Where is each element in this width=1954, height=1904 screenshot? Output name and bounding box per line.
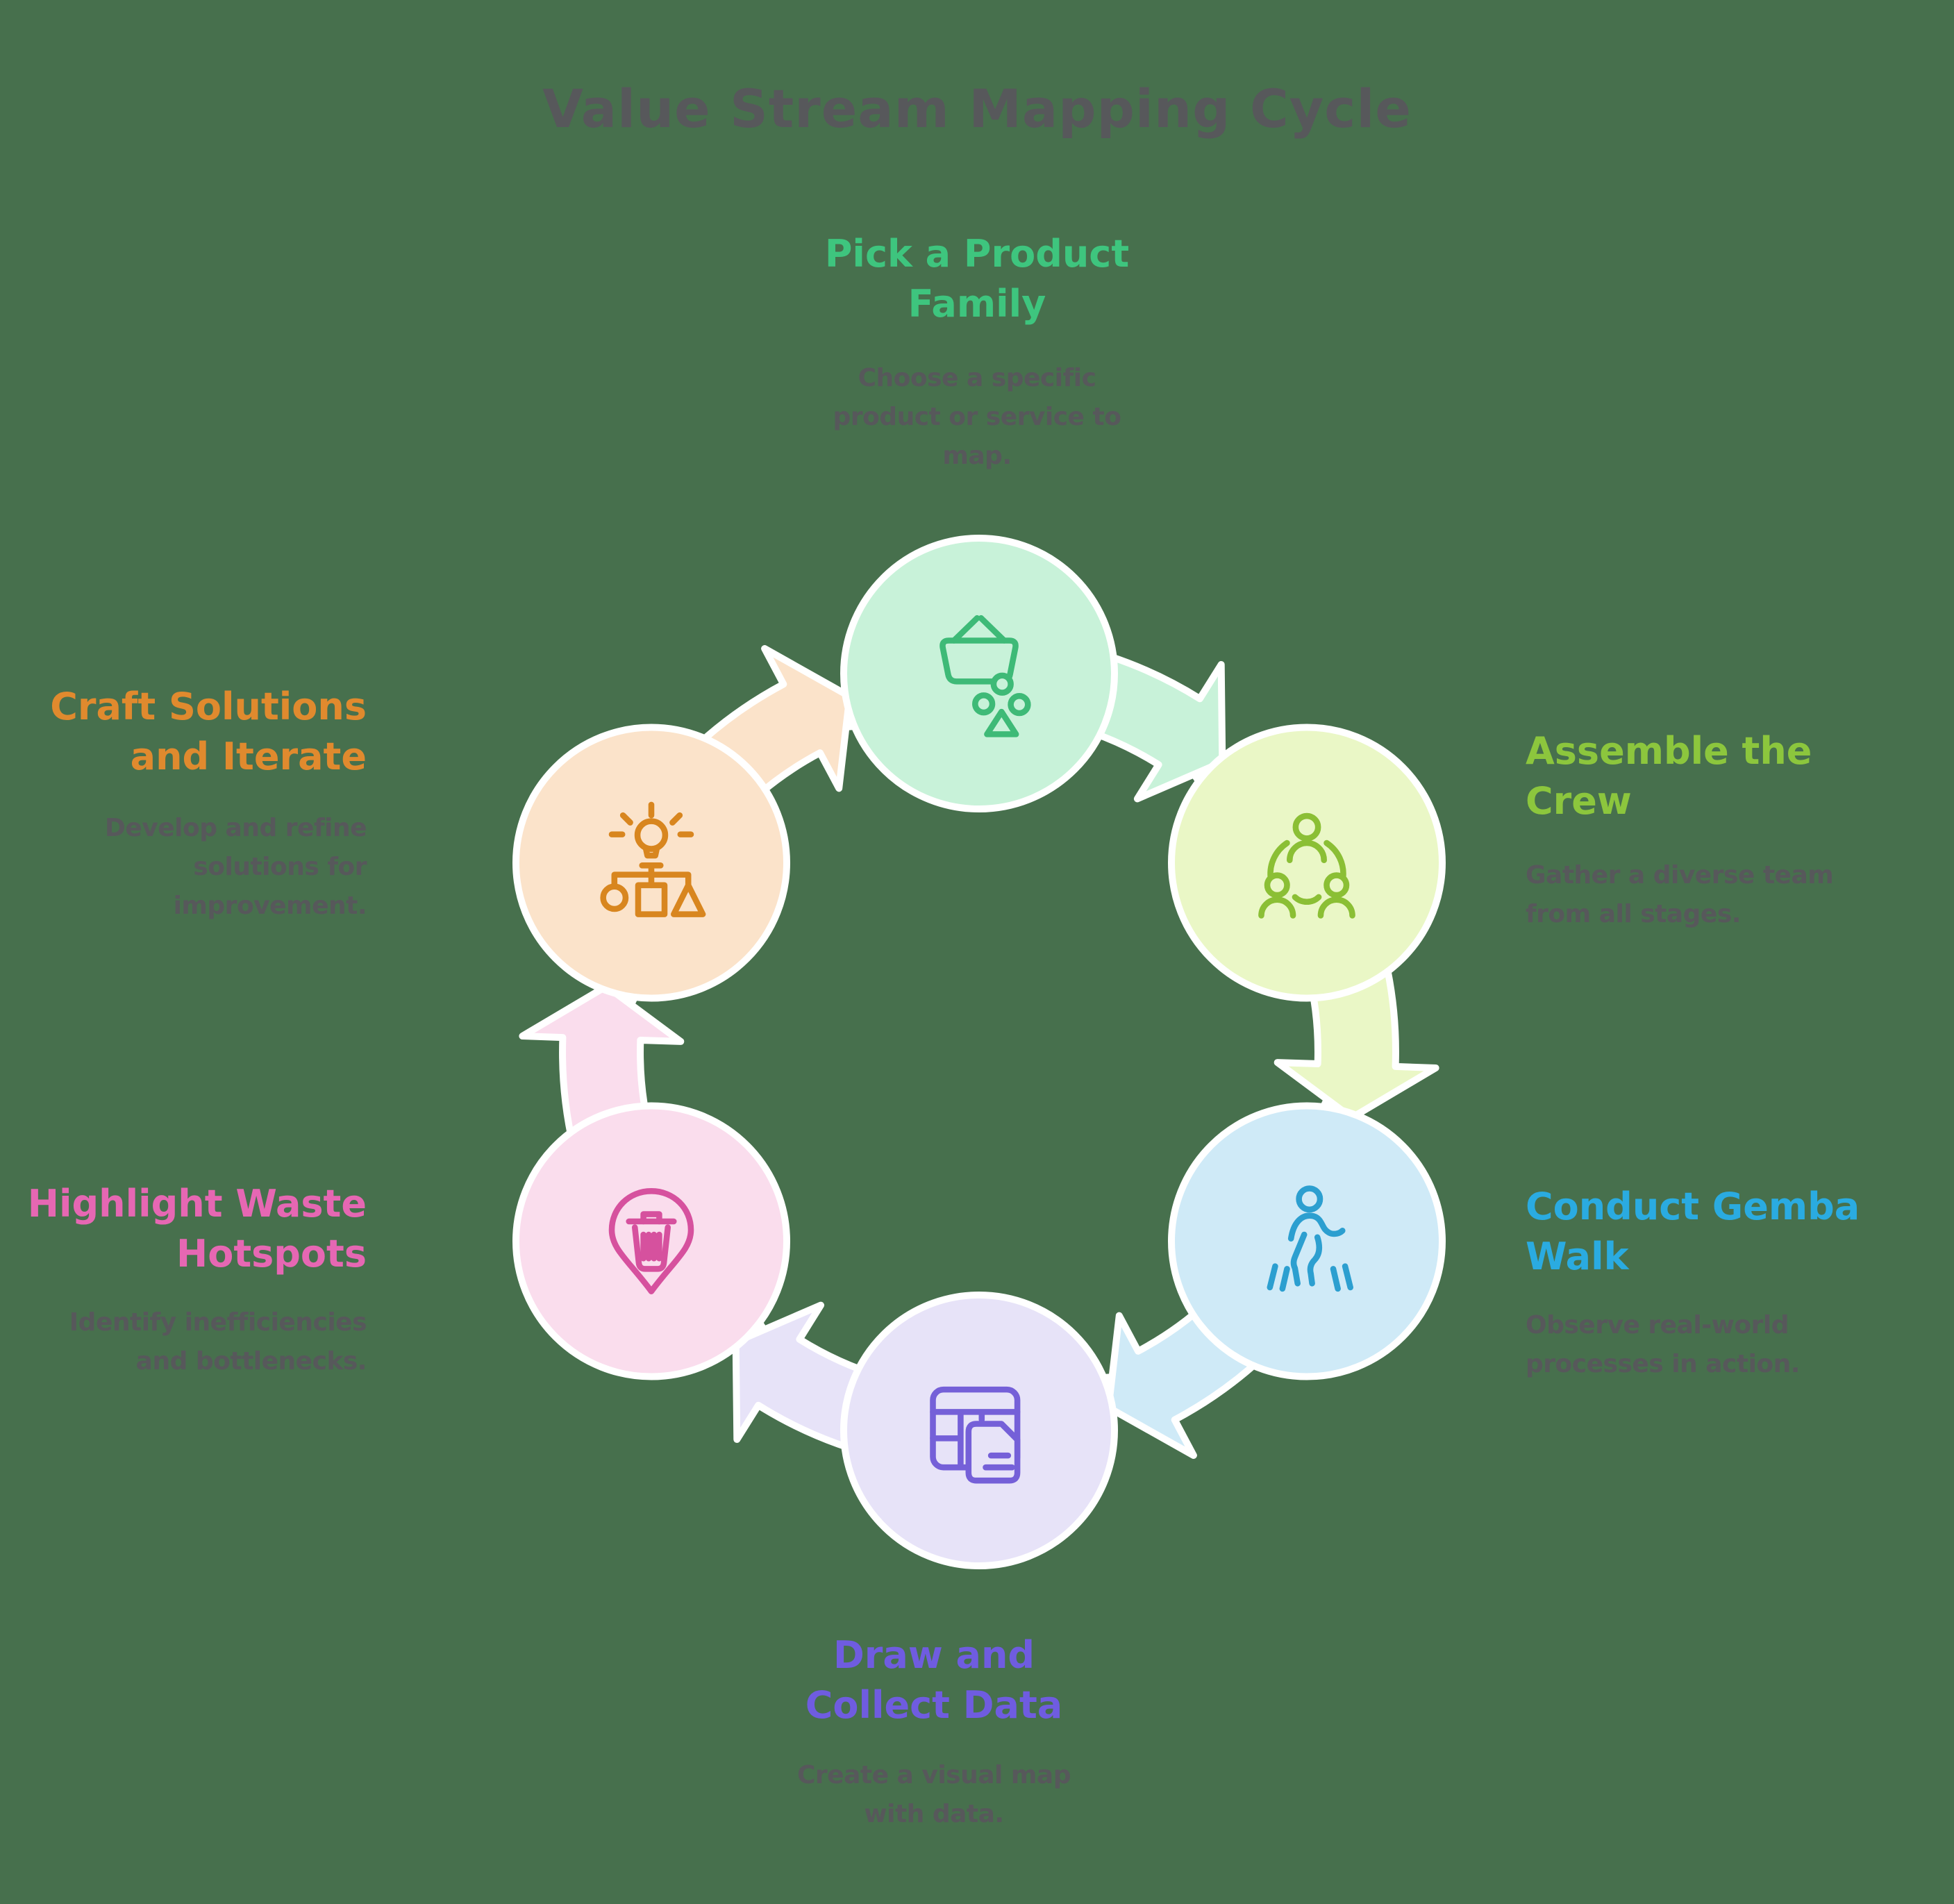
step-block-conduct-gemba-walk: Conduct Gemba Walk Observe real-world pr… [1526, 1182, 1942, 1384]
step-circle-conduct-gemba-walk [1168, 1102, 1446, 1380]
step-heading: Assemble the Crew [1526, 729, 1812, 824]
step-circle-assemble-crew [1168, 724, 1446, 1002]
step-heading: Conduct Gemba Walk [1526, 1185, 1860, 1279]
step-description: Identify inefficiencies and bottlenecks. [69, 1308, 367, 1376]
step-circle-pick-product-family [840, 535, 1118, 812]
step-block-draw-collect-data: Draw and Collect Data Create a visual ma… [691, 1630, 1177, 1834]
step-block-craft-solutions-iterate: Craft Solutions and Iterate Develop and … [0, 682, 367, 926]
step-description: Choose a specific product or service to … [833, 363, 1121, 471]
step-heading: Draw and Collect Data [805, 1633, 1063, 1728]
step-description: Gather a diverse team from all stages. [1526, 860, 1834, 928]
step-heading: Highlight Waste Hotspots [27, 1182, 367, 1276]
step-block-assemble-crew: Assemble the Crew Gather a diverse team … [1526, 726, 1942, 934]
step-heading: Craft Solutions and Iterate [50, 685, 367, 779]
step-block-highlight-waste-hotspots: Highlight Waste Hotspots Identify ineffi… [0, 1179, 367, 1381]
step-description: Develop and refine solutions for improve… [105, 813, 367, 921]
step-description: Create a visual map with data. [797, 1760, 1071, 1828]
cycle-ring [512, 535, 1446, 1569]
step-block-pick-product-family: Pick a Product Family Choose a specific … [734, 229, 1220, 476]
step-heading: Pick a Product Family [824, 232, 1130, 326]
page-title: Value Stream Mapping Cycle [542, 78, 1412, 140]
step-description: Observe real-world processes in action. [1526, 1310, 1800, 1378]
